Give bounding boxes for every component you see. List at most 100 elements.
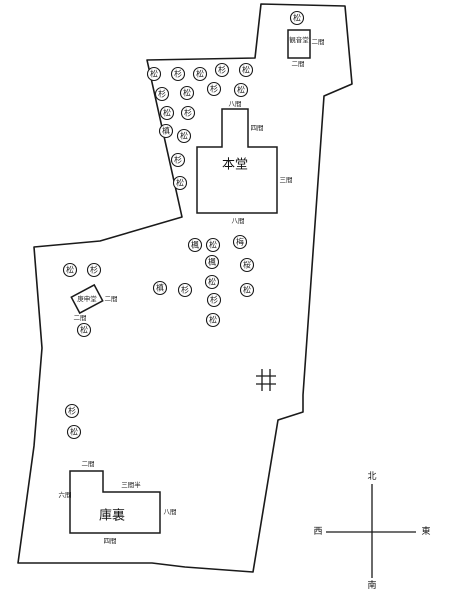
- tree-circle: [239, 257, 255, 273]
- tree-label: 杉: [210, 84, 218, 94]
- tree-marker: 松: [76, 322, 92, 338]
- tree-circle: [238, 62, 254, 78]
- tree-marker: 楓: [187, 237, 203, 253]
- tree-label: 槙: [156, 283, 164, 293]
- tree-label: 杉: [90, 265, 98, 275]
- site-boundary: [17, 3, 353, 573]
- kuri-dim-top-left: 二間: [82, 460, 95, 468]
- tree-label: 松: [196, 69, 204, 79]
- tree-circle: [170, 152, 186, 168]
- tree-marker: 松: [205, 312, 221, 328]
- tree-label: 松: [66, 265, 74, 275]
- kuri-dim-bottom: 四間: [104, 537, 117, 545]
- tree-label: 杉: [218, 65, 226, 75]
- tree-label: 松: [242, 65, 250, 75]
- kannon-hall: [287, 29, 311, 59]
- kannon-hall-label: 観音堂: [289, 35, 309, 44]
- tree-marker: 杉: [177, 282, 193, 298]
- tree-circle: [158, 123, 174, 139]
- kuri-building: [69, 470, 161, 534]
- tree-circle: [205, 237, 221, 253]
- tree-label: 楓: [191, 240, 199, 250]
- compass-rose: 北 南 東 西: [313, 471, 430, 591]
- tree-marker: 杉: [64, 403, 80, 419]
- tree-markers: 松松杉松杉松杉松杉松松杉槙松杉松楓松楓梅桜松杉松松槙杉松杉松杉松: [62, 10, 305, 440]
- main-hall-label: 本堂: [222, 158, 248, 173]
- tree-circle: [62, 262, 78, 278]
- small-shrine: [70, 283, 104, 315]
- tree-marker: 松: [205, 237, 221, 253]
- tree-label: 杉: [174, 155, 182, 165]
- main-hall-dim-side: 四間: [251, 124, 264, 132]
- tree-circle: [154, 86, 170, 102]
- tree-marker: 杉: [180, 105, 196, 121]
- kuri-dim-right: 八間: [164, 508, 177, 516]
- tree-label: 杉: [68, 406, 76, 416]
- tree-label: 杉: [174, 69, 182, 79]
- compass-north: 北: [367, 471, 376, 482]
- kuri-dim-top: 三間半: [121, 480, 141, 489]
- tree-label: 杉: [184, 108, 192, 118]
- tree-circle: [86, 262, 102, 278]
- kannon-hall-dim-side: 二間: [312, 38, 325, 46]
- tree-marker: 杉: [214, 62, 230, 78]
- tree-circle: [214, 62, 230, 78]
- tree-marker: 杉: [206, 292, 222, 308]
- compass-west: 西: [313, 526, 322, 537]
- tree-marker: 松: [172, 175, 188, 191]
- small-shrine-dim-side: 二間: [105, 295, 118, 303]
- tree-circle: [76, 322, 92, 338]
- tree-marker: 松: [192, 66, 208, 82]
- tree-circle: [205, 312, 221, 328]
- small-shrine-dim-bottom: 二間: [74, 314, 87, 322]
- compass-east: 東: [421, 525, 430, 537]
- tree-label: 松: [176, 178, 184, 188]
- tree-marker: 松: [62, 262, 78, 278]
- tree-marker: 杉: [170, 152, 186, 168]
- tree-marker: 桜: [239, 257, 255, 273]
- tree-label: 松: [80, 325, 88, 335]
- tree-marker: 梅: [232, 234, 248, 250]
- tree-label: 松: [237, 85, 245, 95]
- tree-circle: [176, 128, 192, 144]
- tree-circle: [66, 424, 82, 440]
- tree-marker: 松: [238, 62, 254, 78]
- tree-circle: [152, 280, 168, 296]
- tree-label: 松: [293, 13, 301, 23]
- tree-marker: 杉: [86, 262, 102, 278]
- main-hall-dim-top: 八間: [229, 100, 242, 108]
- tree-circle: [172, 175, 188, 191]
- tree-label: 梅: [236, 237, 244, 247]
- well-grid: [256, 369, 276, 391]
- tree-circle: [204, 254, 220, 270]
- tree-marker: 杉: [154, 86, 170, 102]
- kuri-dim-left: 六間: [59, 490, 72, 499]
- tree-label: 杉: [158, 89, 166, 99]
- tree-label: 松: [163, 108, 171, 118]
- tree-label: 松: [150, 69, 158, 79]
- tree-circle: [180, 105, 196, 121]
- tree-label: 松: [209, 240, 217, 250]
- tree-marker: 松: [204, 274, 220, 290]
- tree-label: 松: [183, 88, 191, 98]
- main-hall: [196, 108, 278, 214]
- tree-circle: [179, 85, 195, 101]
- compass-south: 南: [367, 579, 376, 591]
- tree-circle: [146, 66, 162, 82]
- tree-marker: 松: [233, 82, 249, 98]
- tree-circle: [177, 282, 193, 298]
- tree-circle: [206, 292, 222, 308]
- main-hall-dim-back: 八間: [232, 217, 245, 225]
- tree-marker: 槙: [152, 280, 168, 296]
- tree-circle: [232, 234, 248, 250]
- tree-marker: 松: [176, 128, 192, 144]
- kuri-label: 庫裏: [99, 509, 125, 524]
- tree-label: 松: [243, 285, 251, 295]
- tree-marker: 松: [289, 10, 305, 26]
- tree-marker: 槙: [158, 123, 174, 139]
- tree-circle: [233, 82, 249, 98]
- tree-circle: [187, 237, 203, 253]
- tree-label: 桜: [243, 260, 251, 270]
- tree-marker: 松: [239, 282, 255, 298]
